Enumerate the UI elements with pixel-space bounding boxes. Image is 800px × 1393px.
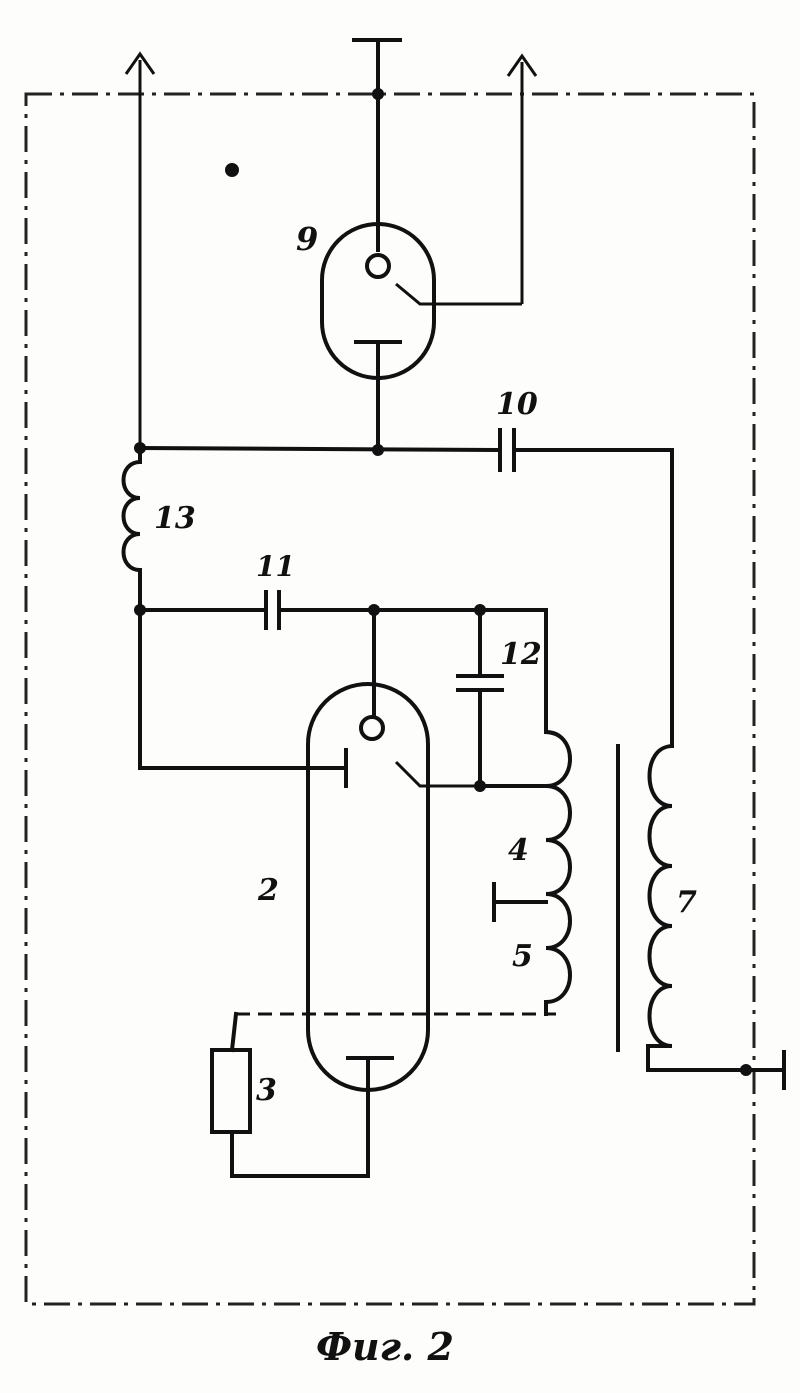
capacitor-12-label: 12 xyxy=(500,637,542,672)
tube-2-label: 2 xyxy=(257,873,279,908)
scan-speck xyxy=(225,163,239,177)
top-terminal xyxy=(354,40,400,250)
resistor-3-label: 3 xyxy=(256,1073,277,1108)
inductor-13-label: 13 xyxy=(154,501,196,536)
capacitor-11-label: 11 xyxy=(256,550,295,583)
capacitor-12 xyxy=(458,610,502,792)
left-output-arrow xyxy=(126,54,154,446)
coil-7-label: 7 xyxy=(676,885,697,920)
transformer-7 xyxy=(618,746,784,1088)
mid-bus xyxy=(134,592,546,732)
capacitor-10-label: 10 xyxy=(496,387,538,422)
coil-5-label: 5 xyxy=(512,939,533,974)
tube-9 xyxy=(322,224,434,452)
coil-4-label: 4 xyxy=(508,833,529,868)
upper-bus xyxy=(134,442,496,456)
tube-9-label: 9 xyxy=(296,220,318,258)
grid-feed xyxy=(140,610,346,786)
capacitor-10 xyxy=(500,430,672,746)
enclosure-frame xyxy=(26,94,754,1304)
inductor-13 xyxy=(124,448,141,610)
tube-2 xyxy=(236,610,556,1176)
resistor-3 xyxy=(212,1014,368,1176)
figure-caption: Фиг. 2 xyxy=(316,1324,454,1369)
